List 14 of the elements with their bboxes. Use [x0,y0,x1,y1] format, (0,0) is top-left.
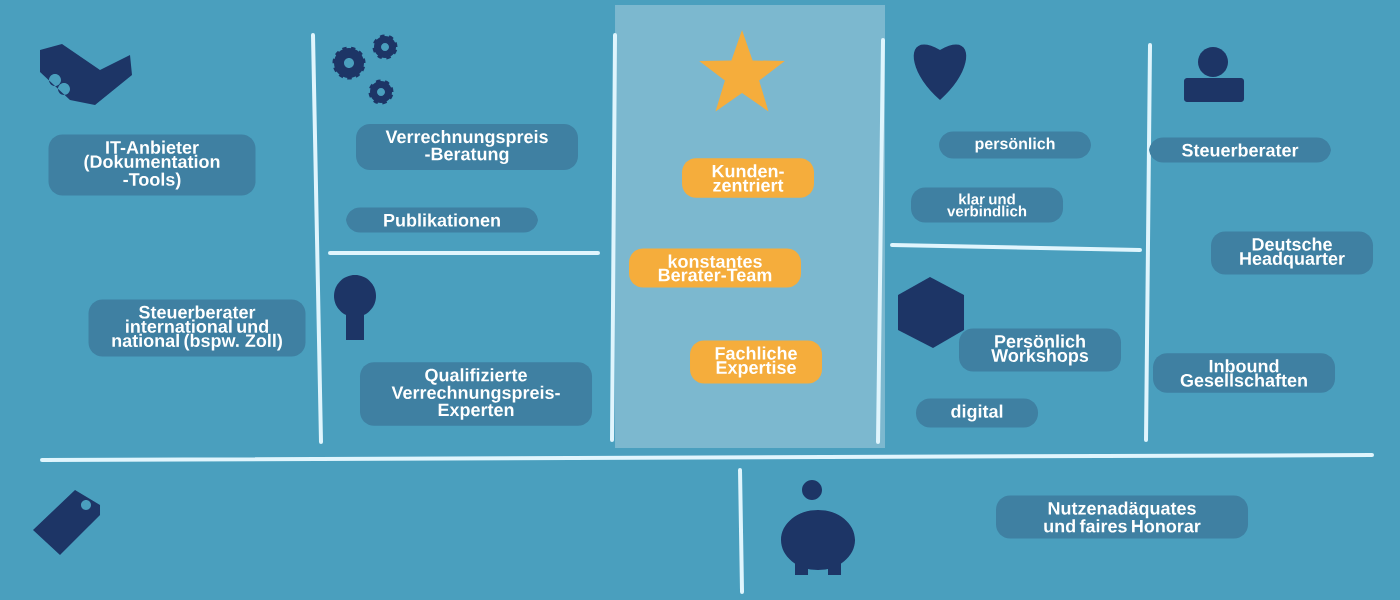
brush-label: Fachliche Expertise [690,340,822,384]
brush-label: IT-Anbieter (Dokumentation -Tools) [48,134,256,196]
brush-label: Verrechnungspreis -Beratung [356,123,578,171]
brush-label: Deutsche Headquarter [1211,231,1373,275]
brush-label: Nutzenadäquates und faires Honorar [996,495,1248,539]
brush-label: Publikationen [346,207,538,233]
brush-label: Steuerberater international und national (bspw. Zoll) [88,299,306,357]
brush-label: klar und verbindlich [911,187,1063,223]
brush-label: Qualifizierte Verrechnungspreis-Experten [360,362,592,426]
brush-label: Kunden- zentriert [682,158,814,198]
brush-label: Steuerberater [1149,137,1331,163]
brush-label: Inbound Gesellschaften [1153,353,1335,393]
brush-label: Persönlich Workshops [959,328,1121,372]
brush-label: konstantes Berater-Team [629,248,801,288]
